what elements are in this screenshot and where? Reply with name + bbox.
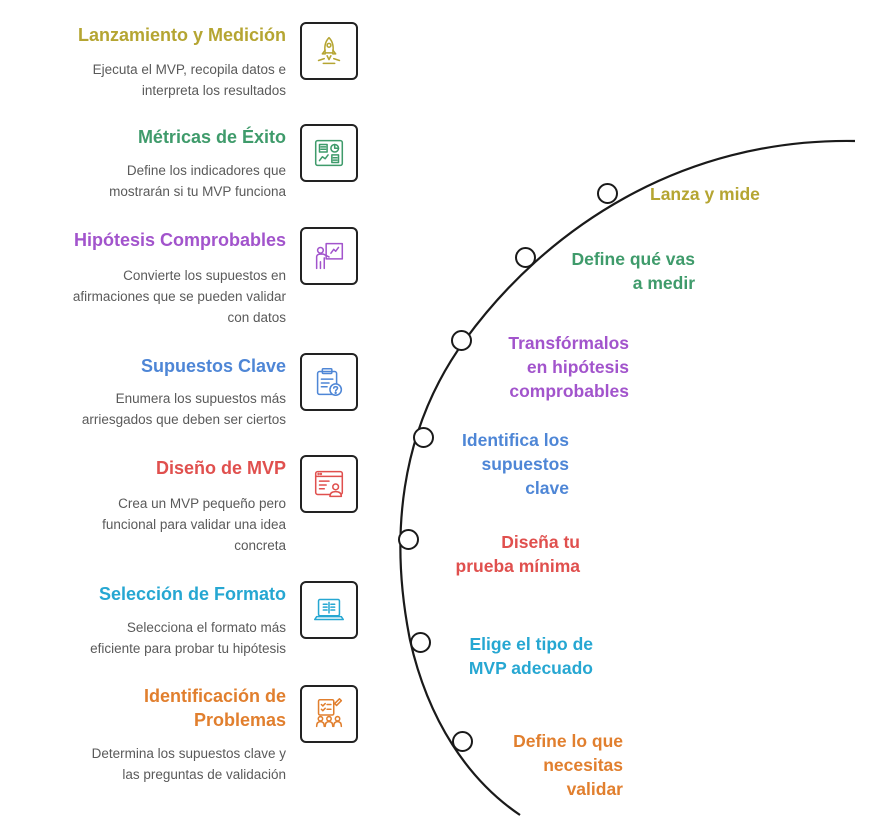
laptop-icon: [313, 598, 345, 621]
presenter-icon: [315, 242, 344, 270]
step-1-icon-box: [300, 22, 358, 80]
step-1-node: [597, 183, 618, 204]
step-4-title: Supuestos Clave: [140, 356, 286, 376]
rocket-icon: [317, 36, 341, 65]
step-5-icon-box: [300, 455, 358, 513]
step-7-title: Identificación de Problemas: [143, 686, 286, 730]
step-2-title: Métricas de Éxito: [137, 127, 286, 147]
step-5-description: Crea un MVP pequeño pero funcional para …: [102, 496, 286, 553]
step-4-icon-box: [300, 353, 358, 411]
step-4-description: Enumera los supuestos más arriesgados qu…: [81, 391, 286, 427]
step-3-arc-label: Transfórmalos en hipótesis comprobables: [508, 333, 629, 401]
step-2-icon-box: [300, 124, 358, 182]
browser-user-icon: [314, 470, 344, 498]
step-6-node: [410, 632, 431, 653]
step-1-arc-label: Lanza y mide: [650, 184, 760, 204]
step-6-description: Selecciona el formato más eficiente para…: [90, 620, 286, 656]
step-2-description: Define los indicadores que mostrarán si …: [109, 163, 286, 199]
step-6-title: Selección de Formato: [98, 584, 286, 604]
step-7-description: Determina los supuestos clave y las preg…: [91, 746, 286, 782]
step-7-node: [452, 731, 473, 752]
step-5-arc-label: Diseña tu prueba mínima: [455, 532, 580, 576]
step-5-title: Diseño de MVP: [155, 458, 286, 478]
step-7-icon-box: [300, 685, 358, 743]
team-checklist-icon: [315, 698, 343, 728]
clipboard-question-icon: [316, 367, 343, 397]
step-2-arc-label: Define qué vas a medir: [571, 249, 695, 293]
step-3-node: [451, 330, 472, 351]
step-2-node: [515, 247, 536, 268]
step-4-node: [413, 427, 434, 448]
step-6-arc-label: Elige el tipo de MVP adecuado: [468, 634, 593, 678]
step-3-icon-box: [300, 227, 358, 285]
step-4-arc-label: Identifica los supuestos clave: [462, 430, 569, 498]
step-1-description: Ejecuta el MVP, recopila datos e interpr…: [92, 62, 286, 98]
step-3-description: Convierte los supuestos en afirmaciones …: [72, 268, 286, 325]
step-5-node: [398, 529, 419, 550]
step-1-title: Lanzamiento y Medición: [77, 25, 286, 45]
step-7-arc-label: Define lo que necesitas validar: [513, 731, 623, 799]
step-3-title: Hipótesis Comprobables: [73, 230, 286, 250]
step-6-icon-box: [300, 581, 358, 639]
dashboard-icon: [314, 139, 344, 167]
